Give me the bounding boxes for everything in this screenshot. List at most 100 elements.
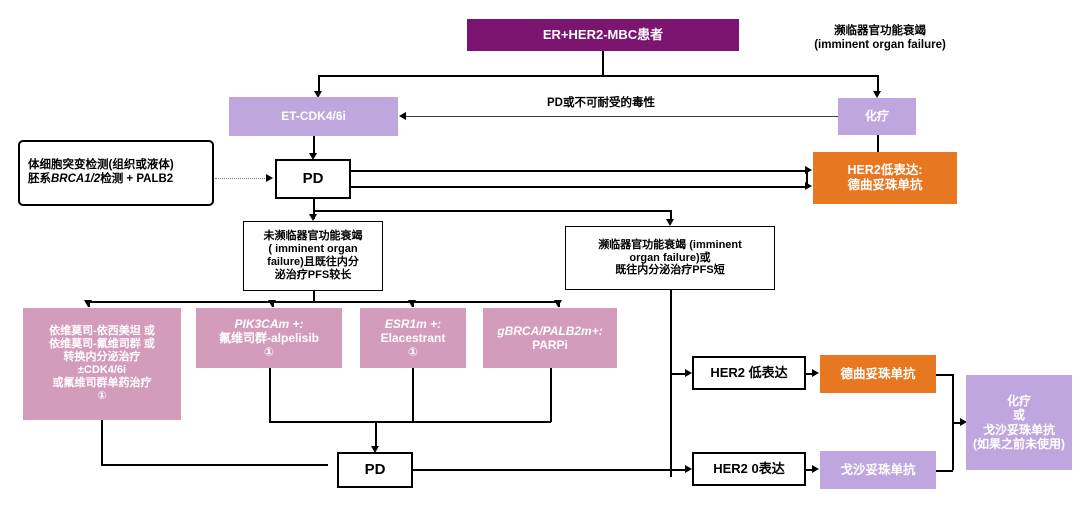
opt1-line-3: 转换内分泌治疗 [63, 351, 141, 364]
arrow-opt3 [407, 300, 416, 307]
arrow-opt1 [83, 300, 92, 307]
node-patient-label: ER+HER2-MBC患者 [542, 27, 664, 43]
connector-et-to-pd [313, 136, 315, 154]
arrow-chemo-to-her2low [805, 182, 812, 190]
arrow-pd2-to-her2zero [685, 465, 692, 473]
her2-zero-status-label: HER2 0表达 [713, 461, 785, 477]
connector-opt4-out [550, 368, 552, 422]
arrow-right-to-her2low [685, 369, 692, 377]
label-pd-or-toxicity: PD或不可耐受的毒性 [547, 97, 655, 109]
connector-her2low-to-drug [806, 373, 816, 375]
arrow-testing-to-pd [266, 174, 273, 182]
trastuzumab-deruxtecan-label: 德曲妥珠单抗 [840, 366, 916, 381]
connector-to-chemo [877, 75, 879, 92]
node-et-cdk46i: ET-CDK4/6i [229, 97, 398, 136]
connector-drug1-out [936, 374, 953, 376]
branch-right-line-1: 濒临器官功能衰竭 (imminent [598, 238, 742, 251]
node-pd-first: PD [275, 159, 351, 199]
node-pd-first-label: PD [302, 170, 324, 188]
node-chemo-first-label: 化疗 [864, 109, 889, 124]
arrow-et-to-pd [308, 153, 317, 160]
node-her2-zero-status: HER2 0表达 [692, 452, 806, 486]
opt1-line-5: 或氟维司群单药治疗 [52, 376, 152, 389]
sacituzumab-govitecan-label: 戈沙妥珠单抗 [840, 462, 916, 477]
arrow-to-chemo [872, 91, 881, 98]
opt1-line-1: 依维莫司-依西美坦 或 [49, 325, 155, 338]
connector-patient-down [602, 51, 604, 76]
connector-branch-split [313, 210, 671, 212]
arrow-branch-right [665, 219, 674, 226]
connector-pd-down [313, 199, 315, 211]
arrow-her2zero-to-drug [812, 465, 819, 473]
connector-branch-right-drop [670, 210, 672, 222]
node-sacituzumab-govitecan: 戈沙妥珠单抗 [820, 451, 936, 489]
testing-gene-brca: BRCA1/2 [51, 173, 101, 185]
opt3-footnote-mark: ① [407, 345, 419, 360]
final-line-2: 或 [1012, 408, 1025, 423]
node-her2-low-treatment: HER2低表达: 德曲妥珠单抗 [813, 152, 957, 204]
node-pd-second: PD [337, 452, 413, 488]
opt2-line-2: 氟维司群-alpelisib [218, 330, 319, 345]
node-patient: ER+HER2-MBC患者 [467, 19, 739, 51]
node-option-everolimus: 依维莫司-依西美坦 或 依维莫司-氟维司群 或 转换内分泌治疗 ±CDK4/6i… [23, 308, 181, 420]
connector-opt2-out [269, 368, 271, 422]
arrow-opt4 [553, 300, 562, 307]
her2-low-title: HER2低表达: [847, 163, 923, 178]
opt2-line-1: PIK3CAm +: [234, 316, 304, 331]
testing-line-2: 胚系BRCA1/2检测 + PALB2 [28, 173, 209, 187]
connector-top-split [318, 75, 878, 77]
branch-left-line-4: 泌治疗PFS较长 [274, 268, 352, 281]
node-branch-organ-failure: 濒临器官功能衰竭 (imminent organ failure)或 既往内分泌… [565, 226, 775, 290]
her2-low-status-label: HER2 低表达 [710, 365, 788, 381]
connector-options-collect-bar [269, 421, 551, 423]
connector-left-branch-down [313, 291, 315, 302]
her2-low-drug: 德曲妥珠单抗 [847, 178, 923, 192]
branch-left-line-2: ( imminent organ [268, 243, 358, 256]
arrow-toxicity-to-et [399, 111, 406, 120]
connector-pd2-to-her2zero [413, 469, 686, 471]
opt4-line-2: PARPi [532, 338, 568, 352]
node-chemo-first: 化疗 [838, 98, 916, 135]
arrow-her2low-to-drug [812, 369, 819, 377]
branch-right-line-3: 既往内分泌治疗PFS短 [615, 264, 725, 277]
opt1-line-4: ±CDK4/6i [77, 364, 127, 376]
node-option-parpi: gBRCA/PALB2m+: PARPi [483, 308, 617, 368]
arrow-to-et [313, 91, 322, 98]
node-option-pik3ca: PIK3CAm +: 氟维司群-alpelisib ① [196, 308, 342, 368]
connector-right-branch-down [670, 290, 672, 477]
testing-line-2-suffix: 检测 + PALB2 [100, 173, 174, 185]
connector-opt1-out [101, 420, 103, 465]
connector-testing-to-pd [215, 178, 267, 179]
connector-chemo-branch [806, 170, 808, 187]
note-imminent-en: (imminent organ failure) [814, 39, 946, 52]
opt1-footnote-mark: ① [97, 389, 107, 402]
branch-right-line-2: organ failure)或 [629, 251, 711, 264]
opt1-line-2: 依维莫司-氟维司群 或 [49, 338, 155, 351]
node-pd-second-label: PD [364, 461, 386, 479]
connector-chemo-down [877, 135, 879, 155]
arrow-branch-left [308, 214, 317, 221]
opt3-line-2: Elacestrant [380, 330, 446, 345]
connector-options-bar [88, 301, 558, 303]
arrow-to-pd-second [370, 446, 379, 453]
testing-line-1: 体细胞突变检测(组织或液体) [28, 159, 174, 172]
connector-right-to-her2low [670, 373, 686, 375]
connector-collect-down [375, 421, 377, 448]
opt3-line-1: ESR1m +: [384, 316, 442, 331]
note-imminent-cn: 濒临器官功能衰竭 [834, 25, 926, 37]
arrow-to-final [960, 418, 967, 426]
node-option-esr1: ESR1m +: Elacestrant ① [360, 308, 466, 368]
opt4-line-1: gBRCA/PALB2m+: [497, 323, 603, 338]
node-her2-low-status: HER2 低表达 [692, 356, 806, 390]
connector-drug2-out [936, 470, 953, 472]
connector-opt1-collect [101, 464, 328, 466]
connector-to-et [318, 75, 320, 92]
branch-left-line-1: 未濒临器官功能衰竭 [263, 230, 363, 243]
node-final-chemo-or-sg: 化疗 或 戈沙妥珠单抗 (如果之前未使用) [966, 375, 1072, 470]
testing-line-2-prefix: 胚系 [28, 173, 51, 185]
branch-left-line-3: failure)且既往内分 [267, 256, 359, 268]
opt2-footnote-mark: ① [263, 345, 275, 360]
note-imminent-organ-failure: 濒临器官功能衰竭 (imminent organ failure) [760, 24, 1000, 53]
node-trastuzumab-deruxtecan: 德曲妥珠单抗 [820, 355, 936, 393]
